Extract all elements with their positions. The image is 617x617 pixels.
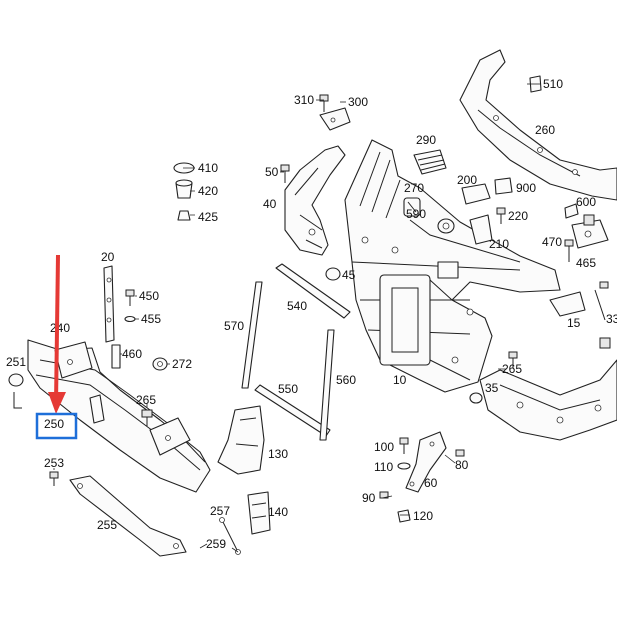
label-540: 540 [287, 299, 307, 313]
part-270 [403, 197, 421, 217]
part-45 [325, 267, 341, 281]
label-900: 900 [516, 181, 536, 195]
part-272 [152, 357, 168, 371]
label-80: 80 [455, 458, 469, 472]
label-251: 251 [6, 355, 26, 369]
label-410: 410 [198, 161, 218, 175]
label-210: 210 [489, 237, 509, 251]
headlamp-bracket-40 [284, 145, 346, 256]
parts-410-420-425 [173, 162, 195, 221]
highlight-callout [35, 254, 78, 440]
blue-highlight-box [35, 412, 78, 440]
red-arrow-shaft [54, 254, 60, 405]
label-50: 50 [265, 165, 279, 179]
label-257: 257 [210, 504, 230, 518]
seal-strips [241, 263, 351, 441]
label-20: 20 [101, 250, 115, 264]
crossmember-250 [27, 339, 211, 493]
parts-600-470-465 [564, 203, 609, 262]
label-10: 10 [393, 373, 407, 387]
strut-255 [69, 475, 187, 557]
leader-lines [53, 83, 540, 553]
bolt-253 [49, 471, 59, 486]
label-253: 253 [44, 456, 64, 470]
label-100: 100 [374, 440, 394, 454]
label-450: 450 [139, 289, 159, 303]
label-120: 120 [413, 509, 433, 523]
label-200: 200 [457, 173, 477, 187]
label-90: 90 [362, 491, 376, 505]
label-140: 140 [268, 505, 288, 519]
vertical-bracket-20 [103, 265, 136, 369]
bolt-50 [280, 164, 290, 183]
label-310: 310 [294, 93, 314, 107]
label-560: 560 [336, 373, 356, 387]
label-250: 250 [44, 417, 64, 431]
bracket-60 [379, 431, 465, 523]
right-lower-bracket [479, 359, 617, 441]
bolts-265 [141, 351, 518, 426]
part-35 [469, 392, 483, 404]
label-272: 272 [172, 357, 192, 371]
label-260: 260 [535, 123, 555, 137]
part-140 [247, 491, 271, 535]
label-590: 590 [406, 207, 426, 221]
label-600: 600 [576, 195, 596, 209]
red-arrow-head [48, 392, 66, 414]
callout-labels: 510 310 300 260 290 410 420 425 50 40 27… [6, 77, 617, 551]
label-60: 60 [424, 476, 438, 490]
label-255: 255 [97, 518, 117, 532]
part-130 [217, 405, 265, 475]
label-510: 510 [543, 77, 563, 91]
label-220: 220 [508, 209, 528, 223]
part-300 [319, 94, 351, 131]
label-420: 420 [198, 184, 218, 198]
parts-200-900 [461, 177, 513, 245]
label-240: 240 [50, 321, 70, 335]
label-425: 425 [198, 210, 218, 224]
label-290: 290 [416, 133, 436, 147]
label-455: 455 [141, 312, 161, 326]
label-130: 130 [268, 447, 288, 461]
label-40: 40 [263, 197, 277, 211]
part-251 [8, 373, 24, 409]
label-550: 550 [278, 382, 298, 396]
label-15: 15 [567, 316, 581, 330]
label-110: 110 [374, 460, 393, 474]
label-570: 570 [224, 319, 244, 333]
label-35: 35 [485, 381, 499, 395]
upper-frame-260 [459, 49, 617, 201]
label-465: 465 [576, 256, 596, 270]
part-290 [413, 149, 447, 175]
label-259: 259 [206, 537, 226, 551]
label-470: 470 [542, 235, 562, 249]
label-45: 45 [342, 268, 356, 282]
part-590 [437, 218, 455, 234]
label-270: 270 [404, 181, 424, 195]
label-265b: 265 [136, 393, 156, 407]
label-460: 460 [122, 347, 142, 361]
label-265a: 265 [502, 362, 522, 376]
label-33: 33 [606, 312, 617, 326]
parts-15-33 [549, 281, 611, 349]
front-end-carrier-10 [344, 139, 561, 393]
label-300: 300 [348, 95, 368, 109]
